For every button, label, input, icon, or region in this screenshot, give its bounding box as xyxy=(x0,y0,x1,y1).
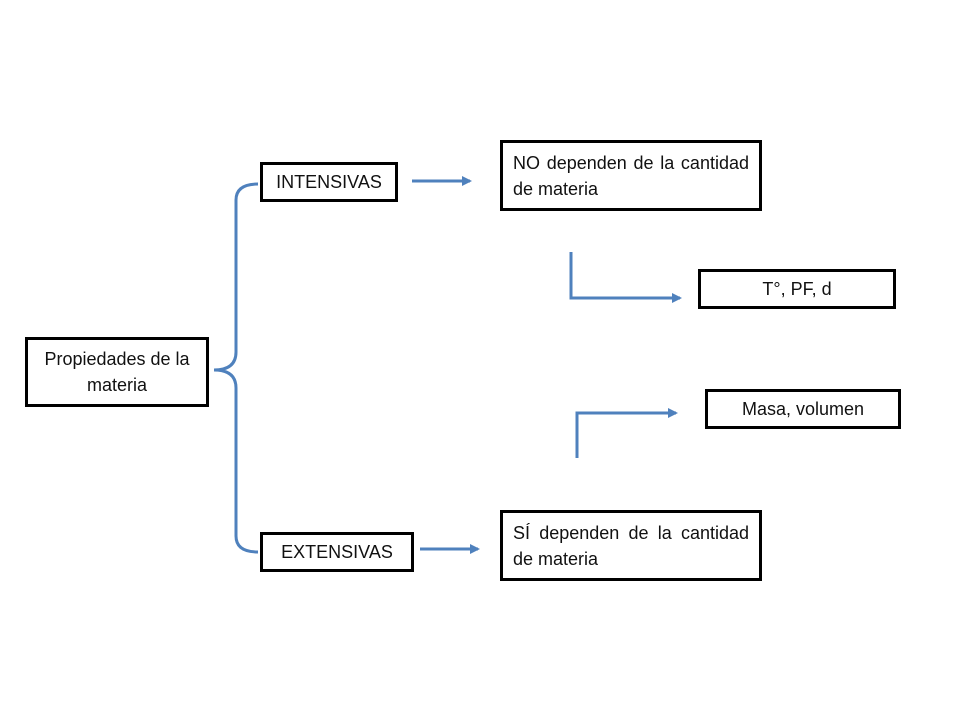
extensivas-description-label: SÍ dependen de la cantidad de materia xyxy=(513,522,749,569)
intensivas-node: INTENSIVAS xyxy=(260,162,398,202)
brace-connector xyxy=(213,182,259,554)
intensivas-description-label: NO dependen de la cantidad de materia xyxy=(513,152,749,199)
intensivas-example-node: T°, PF, d xyxy=(698,269,896,309)
intensivas-example-arrow xyxy=(569,252,682,303)
intensivas-description-node: NO dependen de la cantidad de materia xyxy=(500,140,762,211)
extensivas-description-node: SÍ dependen de la cantidad de materia xyxy=(500,510,762,581)
extensivas-example-label: Masa, volumen xyxy=(741,399,865,419)
extensivas-node: EXTENSIVAS xyxy=(260,532,414,572)
root-node-label: Propiedades de la materia xyxy=(44,349,190,395)
intensivas-example-label: T°, PF, d xyxy=(762,279,832,299)
root-node: Propiedades de la materia xyxy=(25,337,209,407)
extensivas-node-label: EXTENSIVAS xyxy=(281,542,393,562)
intensivas-node-label: INTENSIVAS xyxy=(276,172,382,192)
extensivas-example-node: Masa, volumen xyxy=(705,389,901,429)
extensivas-example-arrow xyxy=(575,408,678,458)
